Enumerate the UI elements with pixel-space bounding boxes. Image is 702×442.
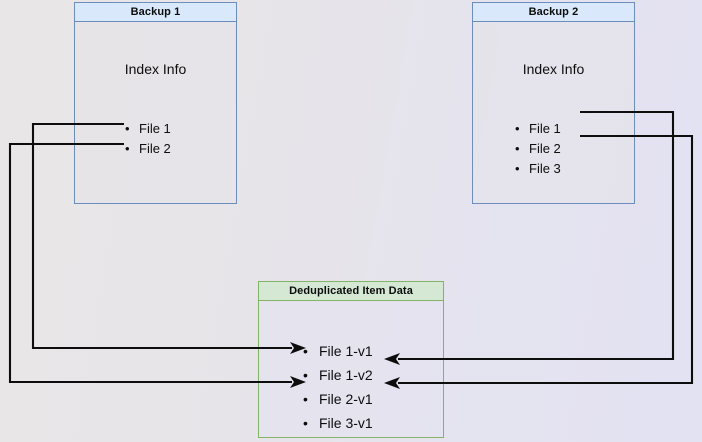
list-item: File 1 [123, 119, 171, 139]
list-item: File 1-v1 [301, 339, 373, 363]
list-item: File 2 [513, 139, 561, 159]
list-item: File 1-v2 [301, 363, 373, 387]
node-dedup-title: Deduplicated Item Data [259, 282, 443, 301]
node-backup-2-title: Backup 2 [473, 3, 634, 22]
backup-2-index-info-label: Index Info [522, 61, 585, 77]
list-item: File 3 [513, 159, 561, 179]
list-item: File 1 [513, 119, 561, 139]
node-backup-1-body: Index Info File 1 File 2 [75, 22, 236, 203]
node-backup-2[interactable]: Backup 2 Index Info File 1 File 2 File 3 [472, 2, 635, 204]
backup-2-file-list: File 1 File 2 File 3 [513, 119, 561, 179]
node-deduplicated-item-data[interactable]: Deduplicated Item Data File 1-v1 File 1-… [258, 281, 444, 438]
list-item: File 3-v1 [301, 411, 373, 435]
node-dedup-body: File 1-v1 File 1-v2 File 2-v1 File 3-v1 [259, 301, 443, 437]
backup-1-index-info-label: Index Info [124, 61, 187, 77]
backup-1-file-list: File 1 File 2 [123, 119, 171, 159]
node-backup-1[interactable]: Backup 1 Index Info File 1 File 2 [74, 2, 237, 204]
node-backup-2-body: Index Info File 1 File 2 File 3 [473, 22, 634, 203]
node-backup-1-title: Backup 1 [75, 3, 236, 22]
dedup-file-list: File 1-v1 File 1-v2 File 2-v1 File 3-v1 [301, 339, 373, 435]
list-item: File 2-v1 [301, 387, 373, 411]
list-item: File 2 [123, 139, 171, 159]
